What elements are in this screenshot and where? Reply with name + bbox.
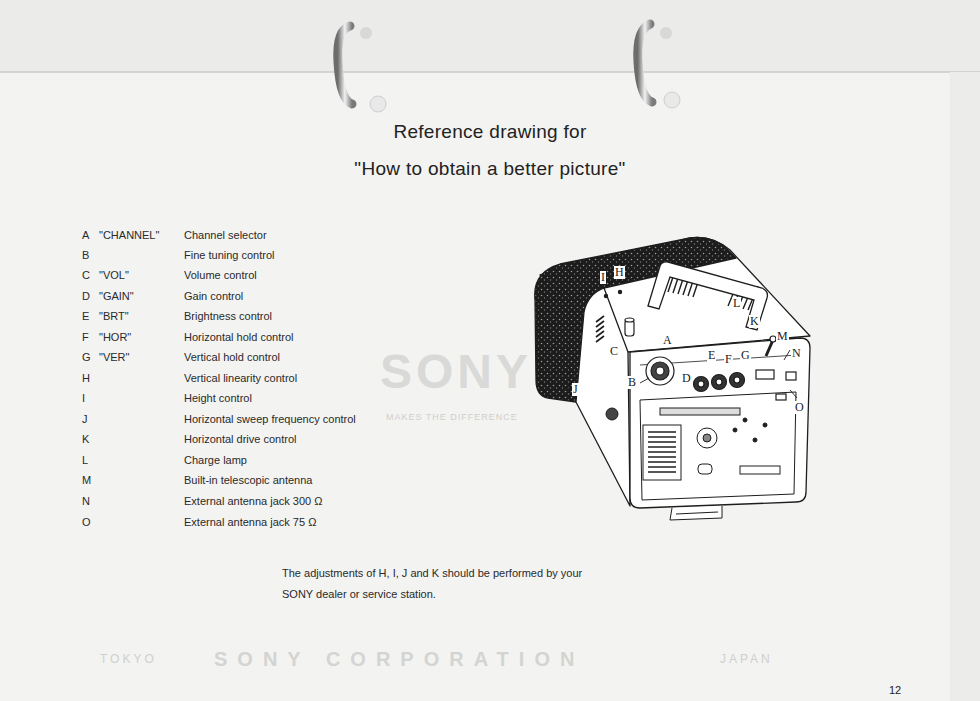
- tv-body: [535, 238, 810, 509]
- legend-letter: H: [82, 371, 90, 385]
- legend-description: Fine tuning control: [184, 248, 275, 262]
- legend-letter: B: [82, 248, 89, 262]
- footer-watermark: JAPAN: [720, 652, 773, 666]
- legend-description: Height control: [184, 391, 252, 405]
- callout-letter: A: [662, 334, 673, 347]
- leader-lines: [560, 350, 797, 398]
- control-name: "GAIN": [99, 289, 134, 303]
- page-side: [950, 72, 980, 701]
- page-number: 12: [889, 684, 901, 697]
- side-vents: [596, 316, 604, 342]
- callout-letter: E: [707, 349, 716, 362]
- legend-description: External antenna jack 75 Ω: [184, 515, 316, 529]
- page-top: [0, 0, 980, 72]
- callout-letter: C: [609, 345, 619, 358]
- legend-letter: L: [82, 453, 88, 467]
- controls: [604, 290, 796, 400]
- callout-letter: F: [724, 353, 733, 366]
- callout-letter: H: [614, 266, 625, 279]
- legend-description: Horizontal hold control: [184, 330, 293, 344]
- control-name: "CHANNEL": [99, 228, 159, 242]
- watermark: MAKES THE DIFFERENCE: [386, 412, 518, 423]
- control-name: "VER": [99, 350, 129, 364]
- legend-description: Gain control: [184, 289, 243, 303]
- legend-letter: A: [82, 228, 89, 242]
- control-name: "BRT": [99, 309, 129, 323]
- legend-letter: M: [82, 473, 91, 487]
- legend-letter: N: [82, 494, 90, 508]
- legend-letter: K: [82, 432, 89, 446]
- legend-description: Charge lamp: [184, 453, 247, 467]
- callout-letter: M: [776, 330, 789, 343]
- legend-letter: I: [82, 391, 85, 405]
- legend-description: Channel selector: [184, 228, 267, 242]
- legend-description: Volume control: [184, 268, 257, 282]
- legend-description: Vertical hold control: [184, 350, 280, 364]
- callout-letter: K: [749, 315, 760, 328]
- page-title: Reference drawing for "How to obtain a b…: [354, 121, 625, 179]
- legend-letter: C: [82, 268, 90, 282]
- front-panel: [606, 408, 780, 520]
- legend-description: Horizontal drive control: [184, 432, 297, 446]
- legend-letter: E: [82, 309, 89, 323]
- title-spacer: [310, 113, 375, 150]
- page-title: Reference drawing for "How to obtain a b…: [310, 113, 670, 187]
- legend-letter: F: [82, 330, 89, 344]
- control-name: "VOL": [99, 268, 129, 282]
- legend-description: Brightness control: [184, 309, 272, 323]
- legend-description: Vertical linearity control: [184, 371, 297, 385]
- callout-letter: I: [600, 271, 606, 284]
- binder-rings: [338, 24, 680, 112]
- legend-letter: O: [82, 515, 91, 529]
- legend-description: Built-in telescopic antenna: [184, 473, 312, 487]
- callout-letter: G: [740, 349, 751, 362]
- callout-letter: N: [791, 347, 802, 360]
- carry-handle: [648, 262, 767, 330]
- callout-letter: O: [794, 401, 805, 414]
- title-spacer: [605, 113, 670, 150]
- footer-watermark: SONY CORPORATION: [214, 647, 584, 671]
- control-name: "HOR": [99, 330, 131, 344]
- callout-letter: D: [681, 372, 692, 385]
- page-edge: [0, 72, 980, 73]
- watermark: SONY: [380, 346, 532, 398]
- callout-letter: J: [572, 383, 579, 396]
- footer-watermark: TOKYO: [100, 652, 157, 666]
- legend-description: External antenna jack 300 Ω: [184, 494, 322, 508]
- callout-letter: L: [732, 297, 741, 310]
- legend-description: Horizontal sweep frequency control: [184, 412, 356, 426]
- callout-letter: B: [627, 376, 637, 389]
- legend-letter: J: [82, 412, 88, 426]
- service-note: The adjustments of H, I, J and K should …: [282, 563, 604, 605]
- legend-letter: G: [82, 350, 91, 364]
- legend-letter: D: [82, 289, 90, 303]
